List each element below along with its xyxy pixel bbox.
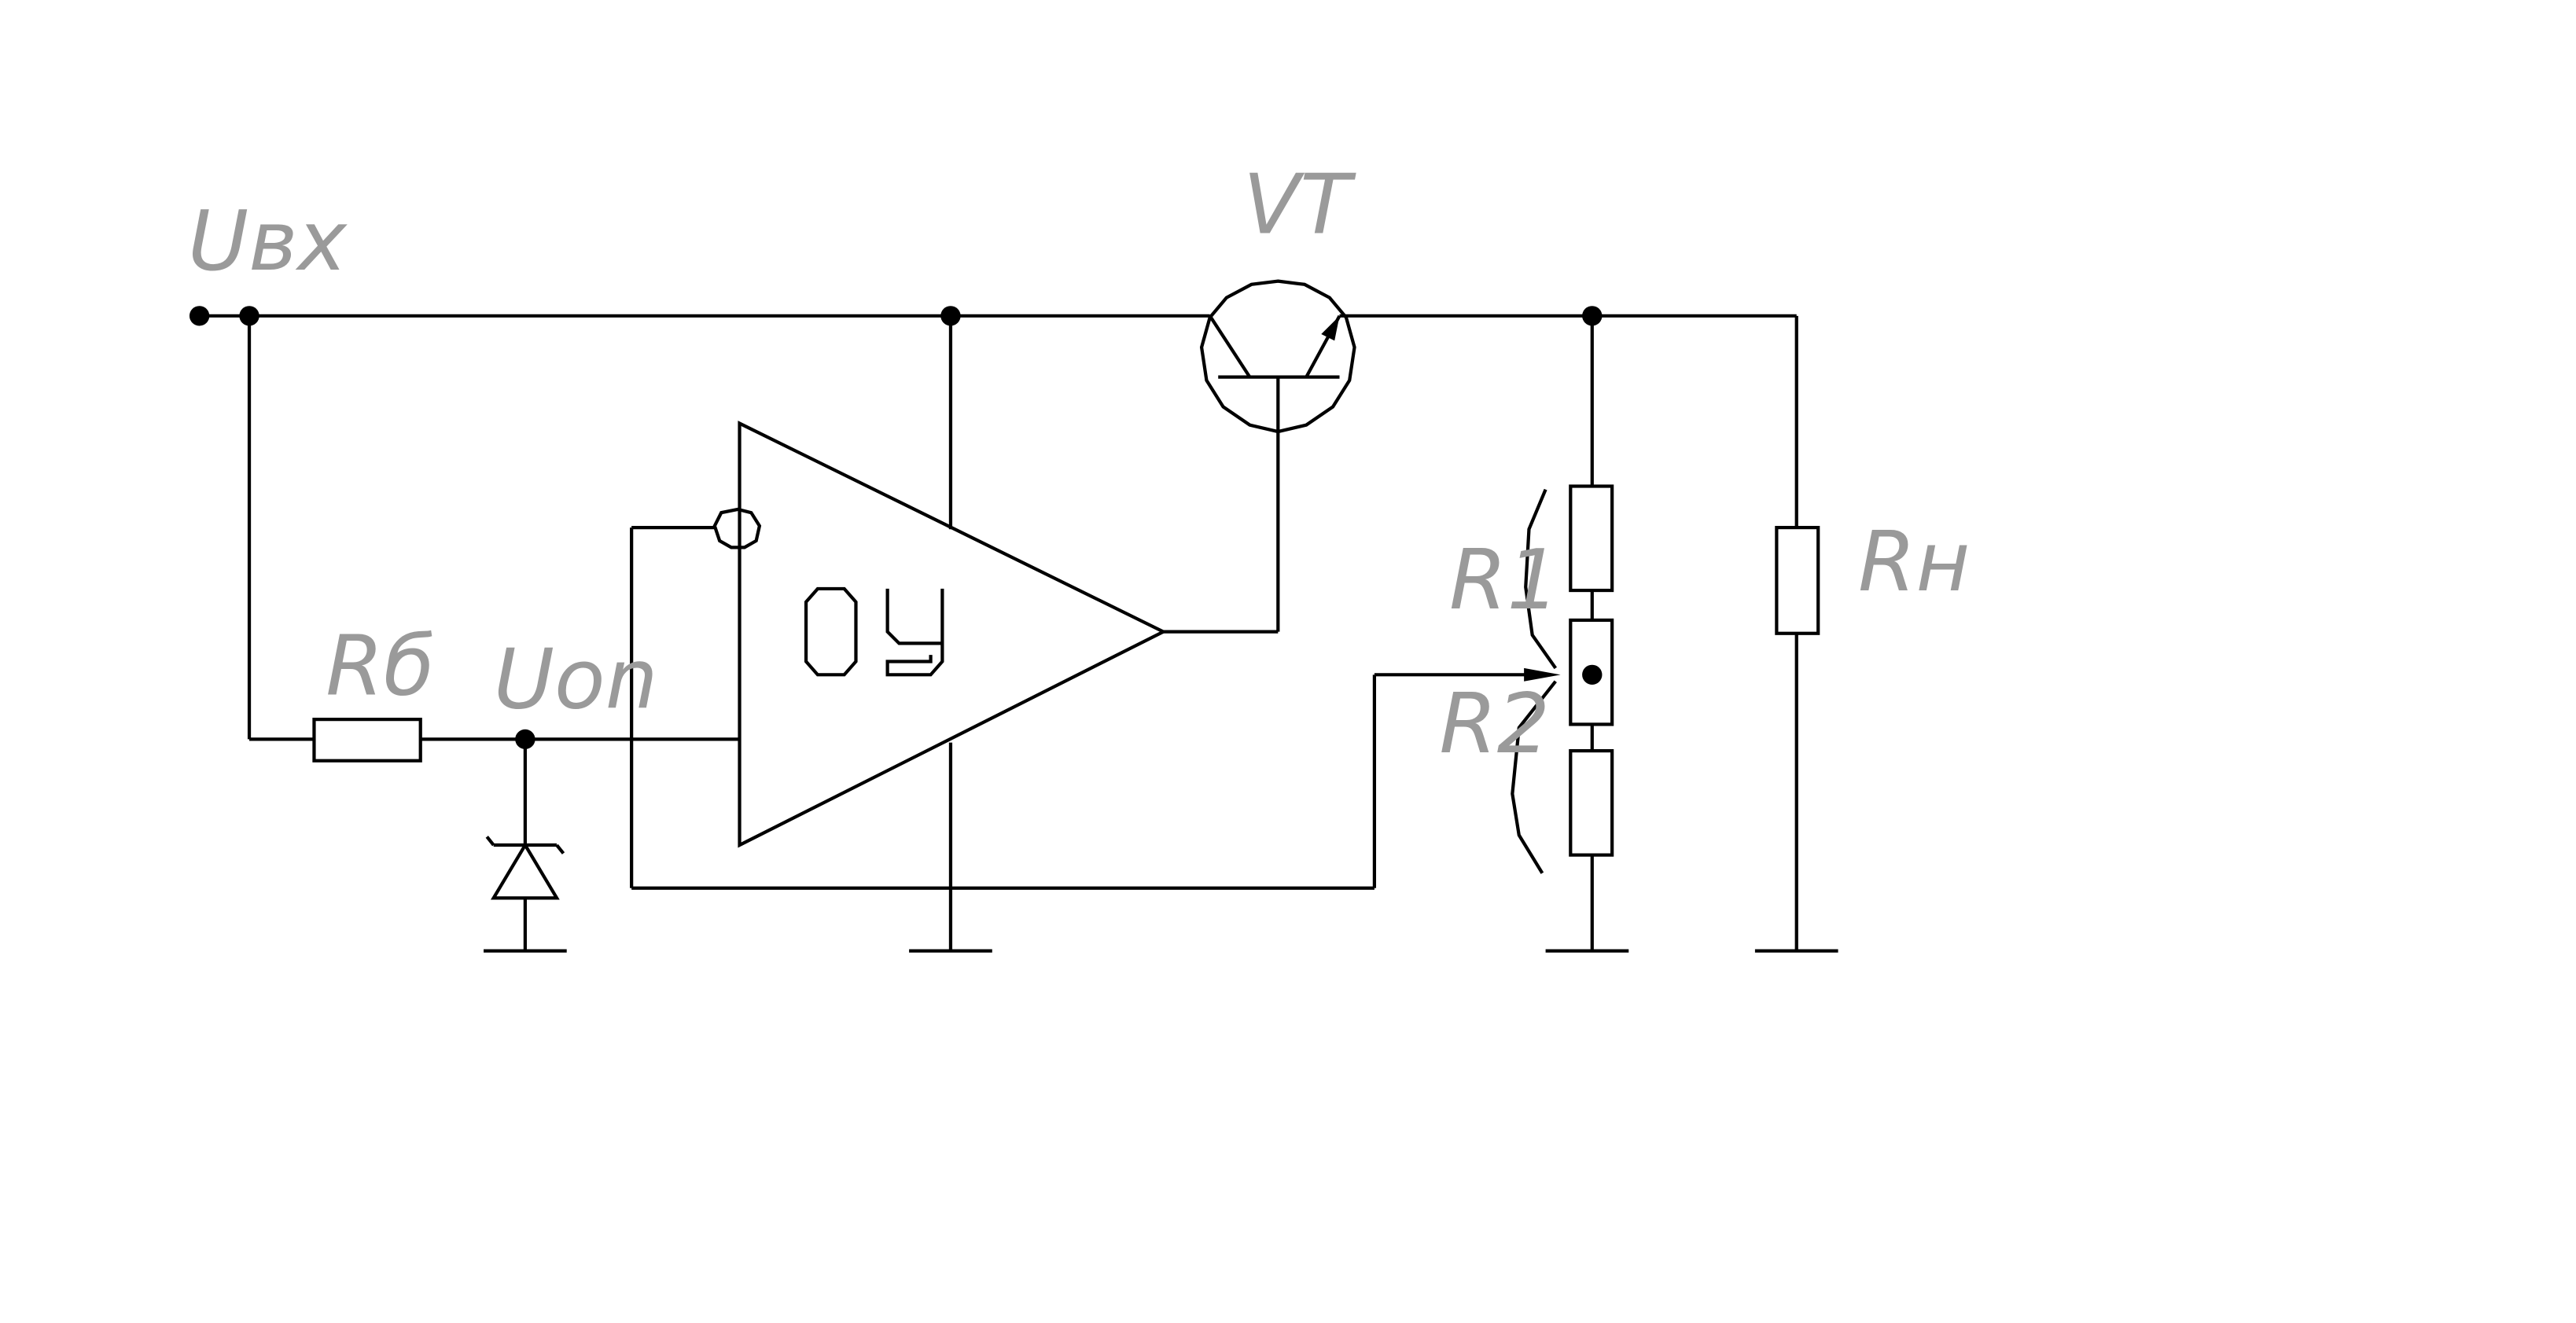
transistor-label: VT: [1243, 156, 1356, 253]
r2-label: R2: [1439, 675, 1550, 772]
rb-label: Rб: [326, 618, 435, 715]
rn-label: Rн: [1858, 513, 1971, 610]
r1-brace: [1524, 488, 1558, 670]
reference-voltage-label: Uon: [494, 631, 658, 728]
transistor-vt: [1199, 279, 1356, 632]
input-terminal: [189, 306, 210, 326]
output-rail: [1339, 306, 1797, 326]
inverting-input-bubble: [712, 507, 762, 549]
emitter-arrow: [1321, 315, 1340, 341]
op-amp: ОУ: [712, 315, 1279, 953]
resistor-r1: [1569, 484, 1614, 593]
input-voltage-label: Uвх: [188, 193, 348, 289]
resistor-rb: [312, 718, 422, 763]
voltage-divider: [1511, 315, 1629, 953]
wiper-node: [1582, 664, 1603, 685]
reference-branch: [247, 315, 740, 953]
load-branch: [1754, 315, 1838, 953]
wiper-arrow: [1524, 667, 1561, 682]
zener-diode: [491, 841, 560, 900]
op-amp-marking: [804, 586, 944, 677]
resistor-rn: [1775, 525, 1820, 635]
resistor-r2: [1569, 748, 1614, 857]
r2-brace: [1511, 680, 1557, 874]
input-rail: [189, 306, 1210, 326]
r1-label: R1: [1449, 531, 1560, 628]
feedback-line: [630, 525, 1561, 890]
